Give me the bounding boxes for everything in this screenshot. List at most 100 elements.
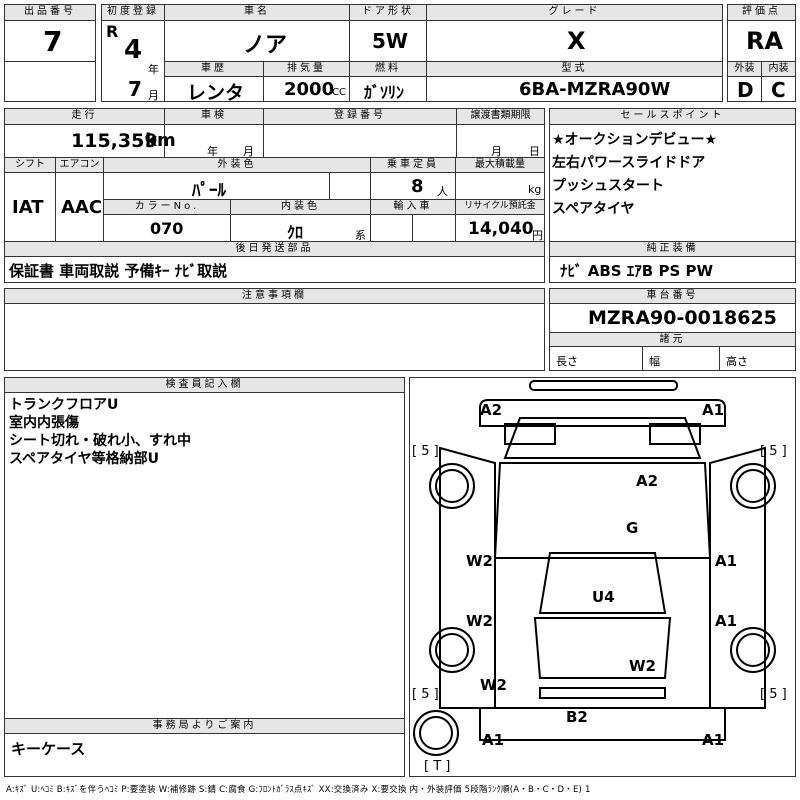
- tire-score-rear-left: [ 5 ]: [412, 687, 439, 702]
- lot-blank: [4, 61, 96, 102]
- import-cell: [370, 214, 413, 242]
- first-reg-cell: R 4 年 7 月: [101, 20, 165, 102]
- mileage-cell: 115,359 km: [4, 124, 176, 158]
- office-cell: キーケース: [4, 733, 405, 777]
- tire-score-front-right: [ 5 ]: [760, 444, 787, 459]
- mileage-value: 115,359: [71, 130, 158, 152]
- tire-front-left: [429, 463, 475, 509]
- month-unit: 月: [148, 89, 159, 102]
- car-name-header: 車名: [164, 4, 350, 21]
- exterior-grade-header: 外装: [727, 61, 762, 77]
- int-color-cell: ｸﾛ 系: [230, 214, 371, 242]
- int-color-header: 内装色: [230, 199, 371, 215]
- interior-grade-header: 内装: [761, 61, 796, 77]
- inspector-header: 検査員記入欄: [4, 377, 405, 393]
- kei-unit: 系: [355, 229, 366, 242]
- mark-front-left: A2: [480, 401, 502, 419]
- height-label: 高さ: [726, 355, 748, 368]
- rear-window: [538, 552, 667, 614]
- color-no-value: 070: [150, 219, 184, 238]
- kg-unit: kg: [528, 183, 542, 196]
- sales-point-item: プッシュスタート: [552, 178, 664, 194]
- tire-score-front-left: [ 5 ]: [412, 444, 439, 459]
- headlight-right: [649, 423, 701, 445]
- exterior-grade-value: D: [737, 78, 754, 102]
- displacement-value: 2000: [284, 79, 335, 100]
- fuel-header: 燃料: [349, 61, 427, 77]
- inspector-note: シート切れ・破れ小、すれ中: [9, 433, 191, 449]
- mark-right-front-door: A1: [715, 552, 737, 570]
- recycle-header: リサイクル預託金: [455, 199, 545, 215]
- km-unit: km: [145, 130, 176, 151]
- chassis-header: 車台番号: [549, 288, 796, 304]
- cc-unit: CC: [332, 87, 346, 98]
- headlight-left: [504, 423, 556, 445]
- int-color-value: ｸﾛ: [287, 223, 304, 242]
- history-cell: レンタ: [164, 76, 264, 104]
- mark-rear-right: A1: [702, 731, 724, 749]
- transfer-cell: 月 日: [456, 124, 545, 158]
- length-label: 長さ: [556, 355, 578, 368]
- front-bumper: [529, 380, 678, 391]
- reg-year-value: 4: [124, 35, 143, 65]
- model-cell: 6BA-MZRA90W: [426, 76, 723, 102]
- post-parts-cell: 保証書 車両取説 予備ｷｰ ﾅﾋﾞ取説: [4, 256, 545, 283]
- score-header: 評価点: [727, 4, 796, 21]
- transfer-header: 譲渡書類期限: [456, 108, 545, 125]
- capacity-value: 8: [411, 176, 424, 197]
- color-no-cell: 070: [103, 214, 231, 242]
- rear-panel: [533, 617, 672, 679]
- grade-value: X: [567, 27, 586, 55]
- import-header: 輸入車: [370, 199, 456, 215]
- mark-left-rear-door: W2: [466, 612, 493, 630]
- inspector-note: 室内内張傷: [9, 415, 79, 431]
- rear-lamp-bar: [539, 687, 666, 699]
- chassis-cell: MZRA90-0018625: [549, 303, 796, 333]
- reg-no-header: 登録番号: [263, 108, 457, 125]
- mark-rear-panel: W2: [629, 657, 656, 675]
- notes-header: 注意事項欄: [4, 288, 545, 304]
- reg-no-cell: [263, 124, 457, 158]
- fuel-cell: ｶﾞｿﾘﾝ: [349, 76, 427, 102]
- office-value: キーケース: [11, 740, 86, 758]
- inspector-note: スペアタイヤ等格納部U: [9, 451, 159, 467]
- dims-header: 諸元: [549, 332, 796, 347]
- transfer-month-unit: 月: [491, 145, 502, 158]
- sales-point-item: 左右パワースライドドア: [552, 155, 706, 171]
- shift-header: シフト: [4, 157, 56, 173]
- post-parts-header: 後日発送部品: [4, 241, 545, 257]
- mark-left-rear: W2: [480, 676, 507, 694]
- capacity-cell: 8 人: [370, 172, 456, 200]
- car-diagram-svg: A2 A1 A2 G W2 W2 W2 A1 A1 U4 W2 B2 A1 A1…: [412, 380, 787, 774]
- door-cell: 5W: [349, 20, 427, 62]
- mark-interior: U4: [592, 588, 615, 606]
- mark-rear-left: A1: [482, 731, 504, 749]
- spare-tire-score: [ T ]: [424, 759, 450, 774]
- equipment-cell: ﾅﾋﾞ ABS ｴｱB PS PW: [549, 256, 796, 283]
- score-cell: RA: [727, 20, 796, 62]
- capacity-header: 乗車定員: [370, 157, 456, 173]
- aircon-value: AAC: [61, 197, 103, 218]
- max-load-header: 最大積載量: [455, 157, 545, 173]
- recycle-cell: 14,040 円: [455, 214, 545, 242]
- sales-point-header: セールスポイント: [549, 108, 796, 125]
- sales-point-item: ★オークションデビュー★: [552, 132, 718, 148]
- mileage-header: 走行: [4, 108, 165, 125]
- width-label: 幅: [649, 355, 660, 368]
- ext-color-header: 外装色: [103, 157, 371, 173]
- ext-color-value: ﾊﾟｰﾙ: [192, 181, 226, 201]
- shift-cell: IAT: [4, 172, 56, 242]
- legend: A:ｷｽﾞ U:ﾍｺﾐ B:ｷｽﾞを伴うﾍｺﾐ P:要塗装 W:補修跡 S:錆 …: [6, 785, 591, 795]
- inspection-month-unit: 月: [243, 145, 254, 158]
- color-no-header: カラーNo.: [103, 199, 231, 215]
- chassis-value: MZRA90-0018625: [588, 307, 777, 329]
- notes-cell: [4, 303, 545, 371]
- tire-front-right: [730, 463, 776, 509]
- door-header: ドア形状: [349, 4, 427, 21]
- mark-hood: A2: [636, 472, 658, 490]
- equipment-value: ﾅﾋﾞ ABS ｴｱB PS PW: [560, 262, 714, 280]
- car-name-value: ノア: [243, 33, 288, 58]
- aircon-header: エアコン: [55, 157, 104, 173]
- inspector-cell: トランクフロアU 室内内張傷 シート切れ・破れ小、すれ中 スペアタイヤ等格納部U: [4, 392, 405, 719]
- exterior-grade-cell: D: [727, 76, 762, 102]
